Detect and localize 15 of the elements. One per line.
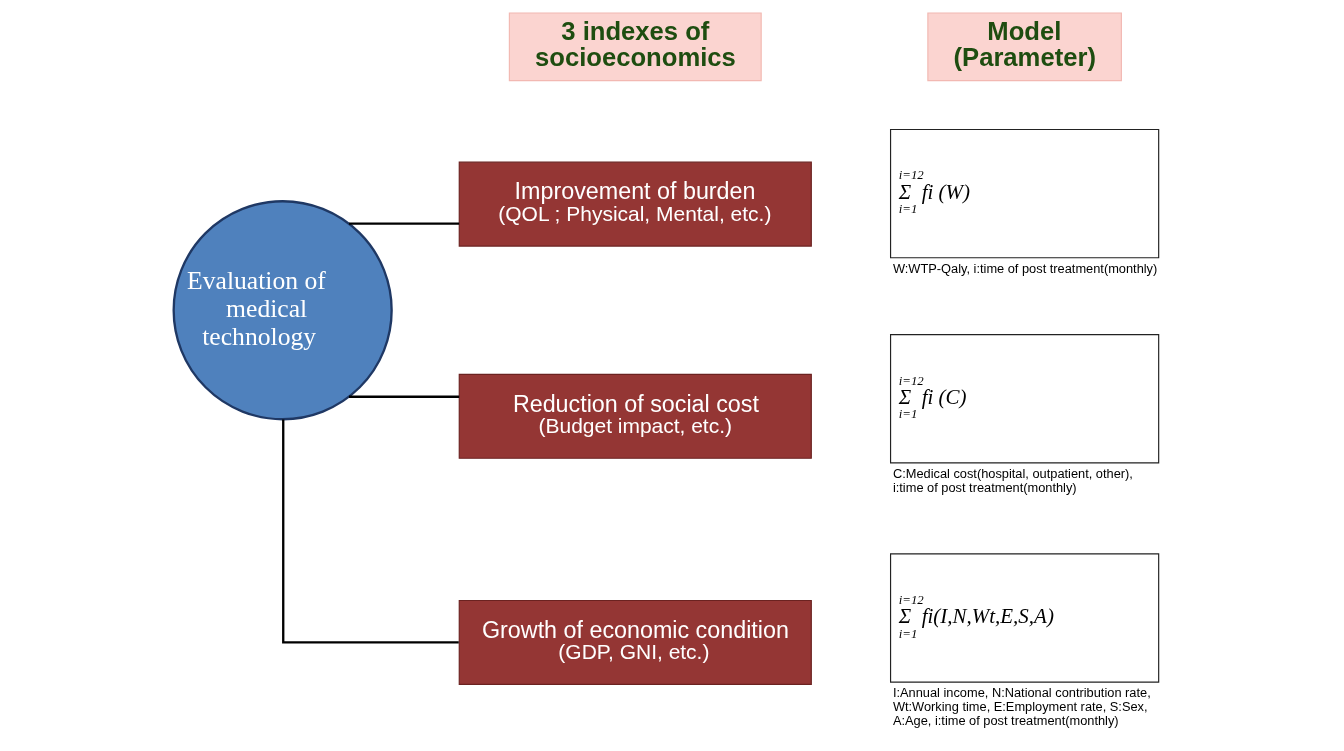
node-box: Improvement of burden (QOL ; Physical, Mental, etc.) [458, 161, 812, 247]
node-box: Reduction of social cost (Budget impact, etc.) [458, 373, 812, 459]
node-circle: Evaluation of medical technology [172, 200, 393, 421]
node-box: i=12 Σ fi(I,N,Wt,E,S,A) i=1 [890, 553, 1160, 683]
connector [282, 419, 459, 644]
node-label: W:WTP-Qaly, i:time of post treatment(monthly) [892, 260, 1158, 276]
connector [349, 395, 460, 398]
node-box: 3 indexes of socioeconomics [508, 12, 762, 82]
node-label: C:Medical cost(hospital, outpatient, other), i:time of post treatment(monthly) [892, 465, 1133, 495]
node-box: i=12 Σ fi (W) i=1 [890, 128, 1160, 259]
node-label: I:Annual income, N:National contribution rate, Wt:Working time, E:Employment rate, S:Sex, A:Age, i:time of post treatment(monthly) [892, 685, 1151, 728]
connector [349, 222, 460, 225]
node-box: i=12 Σ fi (C) i=1 [890, 334, 1160, 464]
node-box: Growth of economic condition (GDP, GNI, etc.) [458, 599, 812, 685]
node-box: Model (Parameter) [927, 12, 1122, 82]
